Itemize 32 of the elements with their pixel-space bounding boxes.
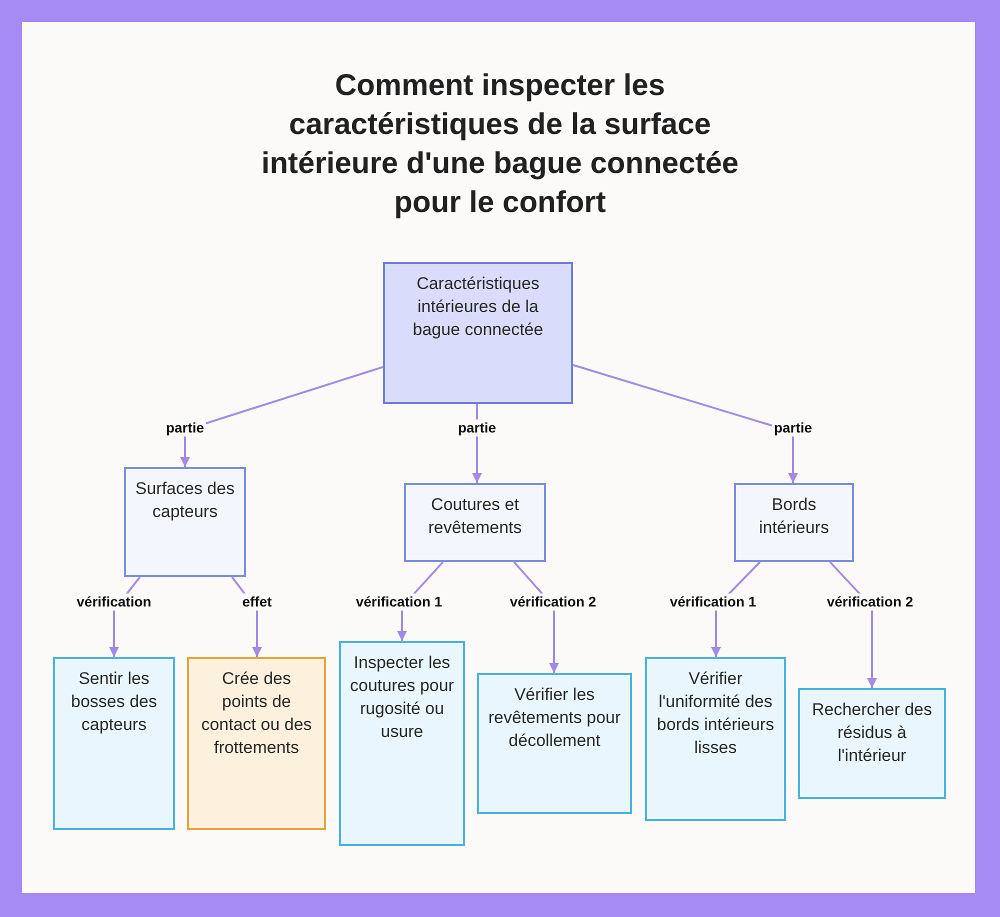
connector-arrow — [572, 364, 798, 483]
concept-box — [477, 673, 632, 814]
node-text: Coutures et revêtements — [427, 494, 523, 539]
concept-box — [404, 483, 546, 562]
concept-box — [383, 262, 573, 404]
concept-box — [53, 657, 175, 830]
edge-label: vérification 1 — [354, 594, 444, 610]
concept-box — [798, 688, 946, 799]
edge-label: effet — [240, 594, 274, 610]
concept-box — [187, 657, 326, 830]
concept-box — [734, 483, 854, 562]
edge-label: vérification 2 — [824, 594, 916, 610]
title: Comment inspecter les caractéristiques de la surface intérieure d'une bague connectée pour le confort — [260, 68, 740, 221]
node-text: Vérifier l'uniformité des bords intérieurs lisses — [656, 668, 776, 759]
edge-label: vérification — [74, 594, 154, 610]
node-text: Crée des points de contact ou des frottements — [200, 668, 313, 759]
edge-label: vérification 2 — [508, 594, 598, 610]
node-text: Surfaces des capteurs — [134, 478, 236, 523]
edge-label: partie — [772, 420, 814, 436]
node-text: Bords intérieurs — [758, 494, 830, 539]
node-text: Caractéristiques intérieures de la bague connectée — [412, 273, 544, 341]
concept-box — [124, 467, 246, 577]
concept-box — [645, 657, 786, 821]
node-text: Inspecter les coutures pour rugosité ou usure — [349, 652, 455, 743]
node-text: Vérifier les revêtements pour décollement — [487, 684, 622, 752]
edge-label: vérification 1 — [668, 594, 758, 610]
connector-arrow — [180, 366, 384, 467]
node-text: Sentir les bosses des capteurs — [70, 668, 158, 736]
edge-label: partie — [456, 420, 498, 436]
edge-label: partie — [164, 420, 206, 436]
node-text: Rechercher des résidus à l'intérieur — [810, 699, 933, 767]
concept-box — [339, 641, 465, 846]
